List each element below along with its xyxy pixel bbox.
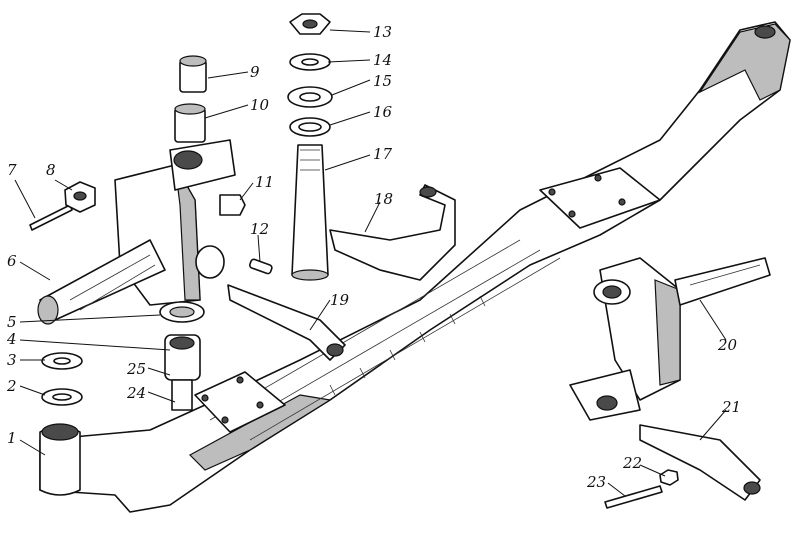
tie-rod-arm <box>227 284 346 361</box>
callout-6: 6 <box>7 252 17 270</box>
callout-12: 12 <box>250 220 269 238</box>
callout-23: 23 <box>586 473 606 491</box>
tie-rod-arm-right <box>639 424 761 501</box>
callout-5: 5 <box>7 313 17 331</box>
leader-lines <box>14 29 727 497</box>
callout-20: 20 <box>717 336 738 354</box>
callout-labels: 1 2 3 4 5 6 7 8 9 10 11 12 13 14 15 16 1… <box>6 23 741 491</box>
callout-4: 4 <box>6 330 17 348</box>
callout-9: 9 <box>250 63 260 81</box>
nut-small <box>659 469 679 486</box>
callout-22: 22 <box>622 454 642 472</box>
callout-15: 15 <box>373 72 392 90</box>
callout-8: 8 <box>46 161 56 179</box>
key <box>248 258 273 275</box>
steering-arm-curved <box>329 184 456 281</box>
tapered-pin <box>291 144 329 276</box>
callout-2: 2 <box>6 377 17 395</box>
callout-10: 10 <box>250 96 270 114</box>
left-steering-knuckle <box>37 139 236 325</box>
callout-1: 1 <box>7 429 17 447</box>
callout-17: 17 <box>373 145 393 163</box>
right-steering-knuckle <box>569 257 771 421</box>
grease-fitting <box>219 194 246 216</box>
king-pin-lower <box>171 379 193 411</box>
callout-21: 21 <box>721 398 741 416</box>
cotter-pin <box>29 204 73 231</box>
axle-beam <box>39 21 791 513</box>
callout-13: 13 <box>373 23 392 41</box>
callout-19: 19 <box>330 291 350 309</box>
callout-14: 14 <box>373 51 392 69</box>
callout-18: 18 <box>374 190 393 208</box>
bolt <box>604 485 663 509</box>
callout-25: 25 <box>126 360 146 378</box>
callout-3: 3 <box>7 351 17 369</box>
callout-16: 16 <box>373 103 393 121</box>
callout-24: 24 <box>126 384 146 402</box>
callout-11: 11 <box>255 173 274 191</box>
callout-7: 7 <box>7 161 17 179</box>
